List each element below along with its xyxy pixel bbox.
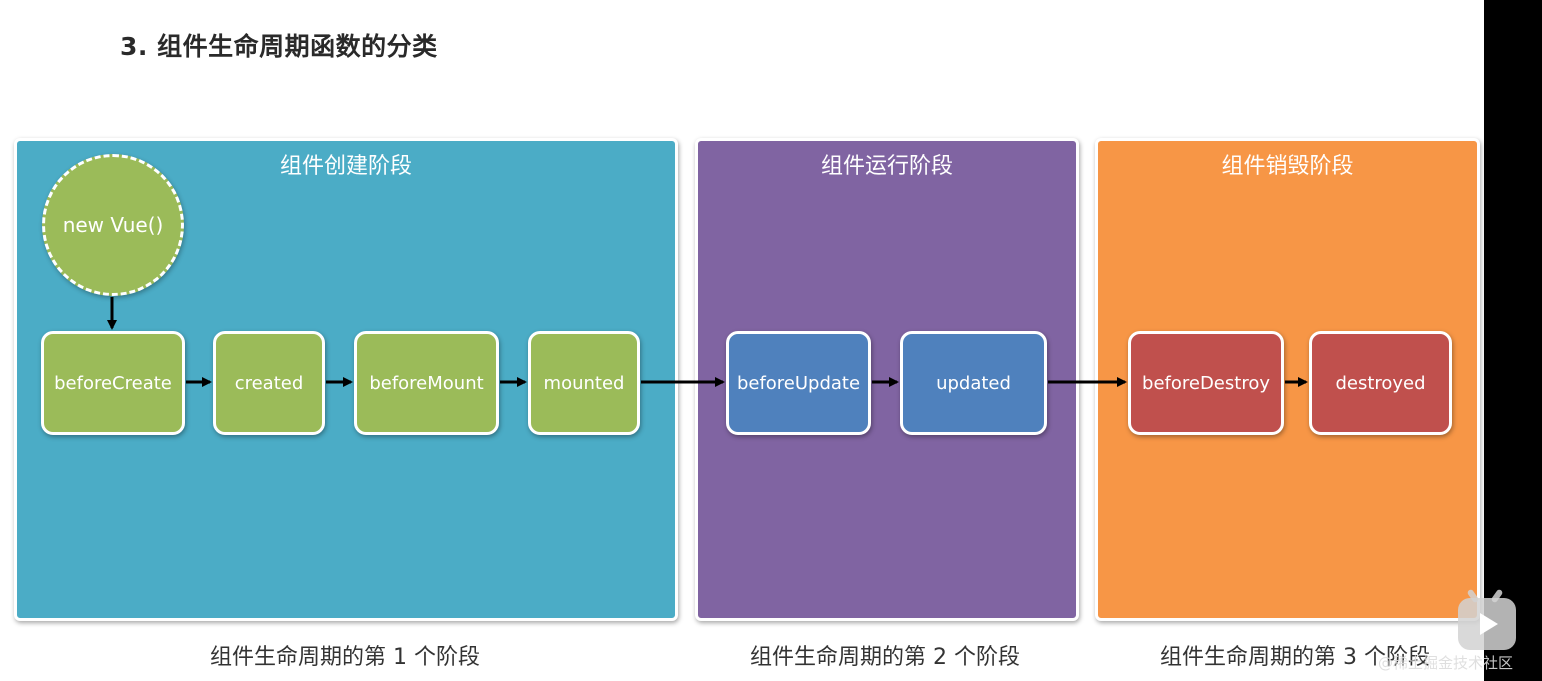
phase-create-title: 组件创建阶段 — [279, 154, 412, 179]
node-mounted: mounted — [528, 331, 640, 435]
node-created: created — [213, 331, 325, 435]
node-before-create: beforeCreate — [41, 331, 185, 435]
phase-3-caption: 组件生命周期的第 3 个阶段 — [1160, 645, 1430, 670]
play-icon[interactable] — [1458, 598, 1516, 650]
watermark: @稀土掘金技术社区 — [1378, 654, 1514, 672]
node-before-mount: beforeMount — [354, 331, 499, 435]
play-triangle-icon — [1480, 613, 1498, 635]
phase-2-caption: 组件生命周期的第 2 个阶段 — [750, 645, 1020, 670]
new-vue-start-node: new Vue() — [42, 154, 184, 296]
phase-update-title: 组件运行阶段 — [820, 154, 953, 179]
phase-1-caption: 组件生命周期的第 1 个阶段 — [210, 645, 480, 670]
slide: 3. 组件生命周期函数的分类 组件创建阶段 组件运行阶段 组件销毁阶段 new … — [0, 0, 1484, 681]
node-updated: updated — [900, 331, 1047, 435]
node-destroyed: destroyed — [1309, 331, 1452, 435]
node-before-destroy: beforeDestroy — [1128, 331, 1284, 435]
page-title: 3. 组件生命周期函数的分类 — [120, 32, 438, 61]
phase-destroy-title: 组件销毁阶段 — [1221, 154, 1354, 179]
node-before-update: beforeUpdate — [726, 331, 871, 435]
